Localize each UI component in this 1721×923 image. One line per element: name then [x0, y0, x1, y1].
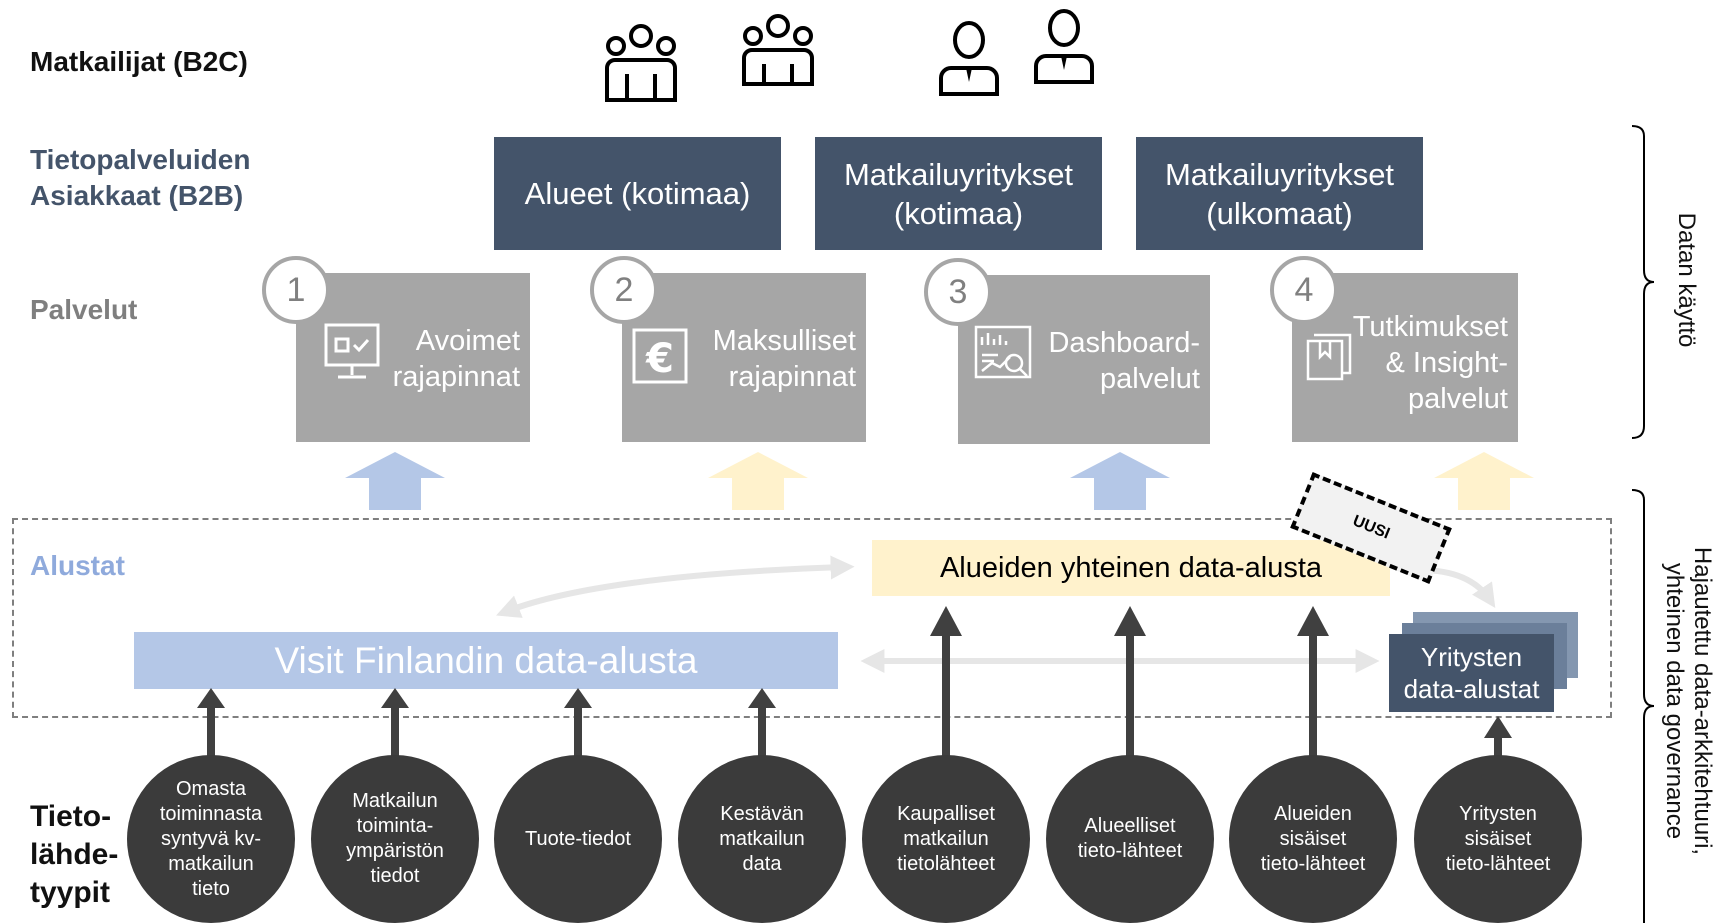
source-circle: Alueiden sisäiset tieto-lähteet — [1229, 755, 1397, 923]
platform-regional: Alueiden yhteinen data-alusta — [872, 540, 1390, 596]
platforms-area — [12, 518, 1612, 718]
service-number: 2 — [590, 256, 658, 324]
person-icon — [939, 21, 999, 96]
service-label: Avoimet rajapinnat — [392, 325, 520, 393]
b2b-customer-companies-domestic: Matkailuyritykset (kotimaa) — [815, 137, 1102, 250]
source-circle: Alueelliset tieto-lähteet — [1046, 755, 1214, 923]
service-label: Tutkimukset & Insight- palvelut — [1352, 311, 1508, 415]
row-label-platforms: Alustat — [30, 550, 125, 581]
service-box-4: Tutkimukset & Insight- palvelut — [1292, 273, 1518, 442]
platform-companies: Yritysten data-alustat — [1389, 634, 1554, 712]
euro-icon: € — [632, 328, 688, 384]
source-circle: Kaupalliset matkailun tietolähteet — [862, 755, 1030, 923]
source-circle: Omasta toiminnasta syntyvä kv- matkailun… — [127, 755, 295, 923]
arrow-up-yellow — [708, 452, 808, 510]
service-label: Dashboard- palvelut — [1048, 327, 1200, 395]
report-icon — [1306, 333, 1352, 381]
monitor-check-icon — [324, 323, 380, 379]
source-circle: Kestävän matkailun data — [678, 755, 846, 923]
service-label: Maksulliset rajapinnat — [712, 325, 856, 393]
b2b-customer-companies-foreign: Matkailuyritykset (ulkomaat) — [1136, 137, 1423, 250]
source-circle: Tuote-tiedot — [494, 755, 662, 923]
group-icon — [742, 14, 814, 86]
arrow-up-blue — [345, 452, 445, 510]
person-icon — [1034, 9, 1094, 84]
platform-visit-finland: Visit Finlandin data-alusta — [134, 632, 838, 689]
service-box-1: Avoimet rajapinnat — [296, 273, 530, 442]
service-number: 1 — [262, 256, 330, 324]
row-label-services: Palvelut — [30, 294, 138, 325]
dashboard-icon — [974, 325, 1032, 379]
group-icon — [605, 24, 677, 102]
row-label-sources: Tieto- lähde- tyypit — [30, 800, 119, 909]
svg-text:€: € — [645, 336, 674, 382]
source-circle: Yritysten sisäiset tieto-lähteet — [1414, 755, 1582, 923]
side-label-architecture: Hajautettu data-arkkitehtuuri, yhteinen … — [1661, 546, 1716, 856]
service-number: 4 — [1270, 256, 1338, 324]
side-label-data-usage: Datan käyttö — [1673, 212, 1700, 348]
row-label-b2b: Tietopalveluiden Asiakkaat (B2B) — [30, 144, 251, 211]
row-label-b2c: Matkailijat (B2C) — [30, 46, 248, 77]
service-box-3: Dashboard- palvelut — [958, 275, 1210, 444]
service-number: 3 — [924, 258, 992, 326]
source-circle: Matkailun toiminta- ympäristön tiedot — [311, 755, 479, 923]
side-braces — [1631, 125, 1655, 923]
arrow-up-yellow — [1434, 452, 1534, 510]
arrow-up-blue — [1070, 452, 1170, 510]
service-box-2: € Maksulliset rajapinnat — [622, 273, 866, 442]
b2b-customer-regions: Alueet (kotimaa) — [494, 137, 781, 250]
